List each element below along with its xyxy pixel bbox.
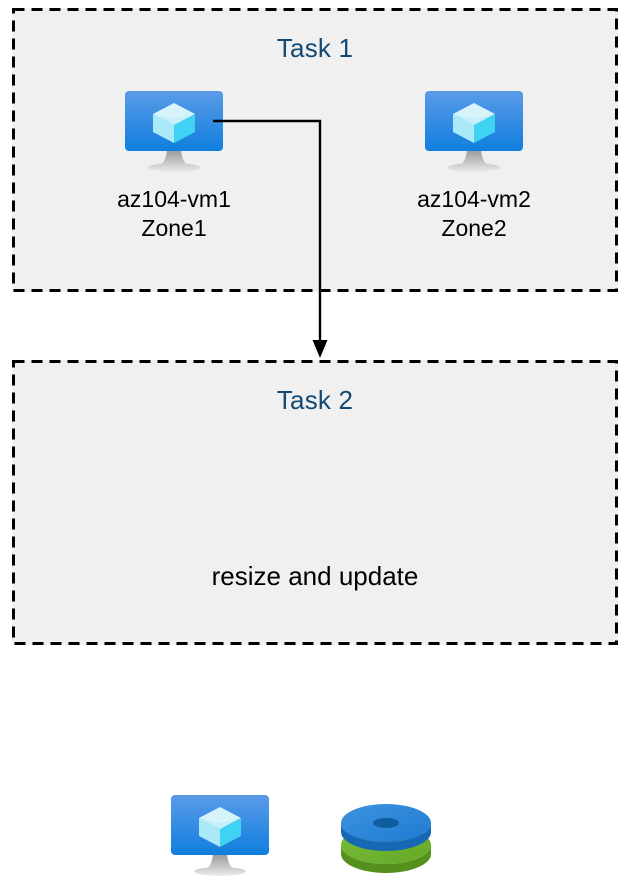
node-managed-disks <box>276 792 496 883</box>
virtual-machine-icon <box>420 88 528 174</box>
vm2-zone: Zone2 <box>441 215 507 241</box>
node-az104-vm2: az104-vm2 Zone2 <box>364 88 584 243</box>
task1-title: Task 1 <box>276 33 354 63</box>
diagram-canvas: Task 1 <box>12 8 618 876</box>
virtual-machine-icon <box>120 88 228 174</box>
vm1-name: az104-vm1 <box>117 186 231 212</box>
node-az104-vm1: az104-vm1 Zone1 <box>64 88 284 243</box>
managed-disks-icon <box>332 792 440 878</box>
task2-caption: resize and update <box>211 561 419 591</box>
node-label-az104-vm1: az104-vm1 Zone1 <box>64 185 284 243</box>
vm1-zone: Zone1 <box>141 215 207 241</box>
task2-panel: Task 2 <box>12 360 618 876</box>
virtual-machine-icon <box>166 792 274 878</box>
task1-panel: Task 1 <box>12 8 618 292</box>
node-label-az104-vm2: az104-vm2 Zone2 <box>364 185 584 243</box>
task2-title: Task 2 <box>276 385 354 415</box>
vm2-name: az104-vm2 <box>417 186 531 212</box>
